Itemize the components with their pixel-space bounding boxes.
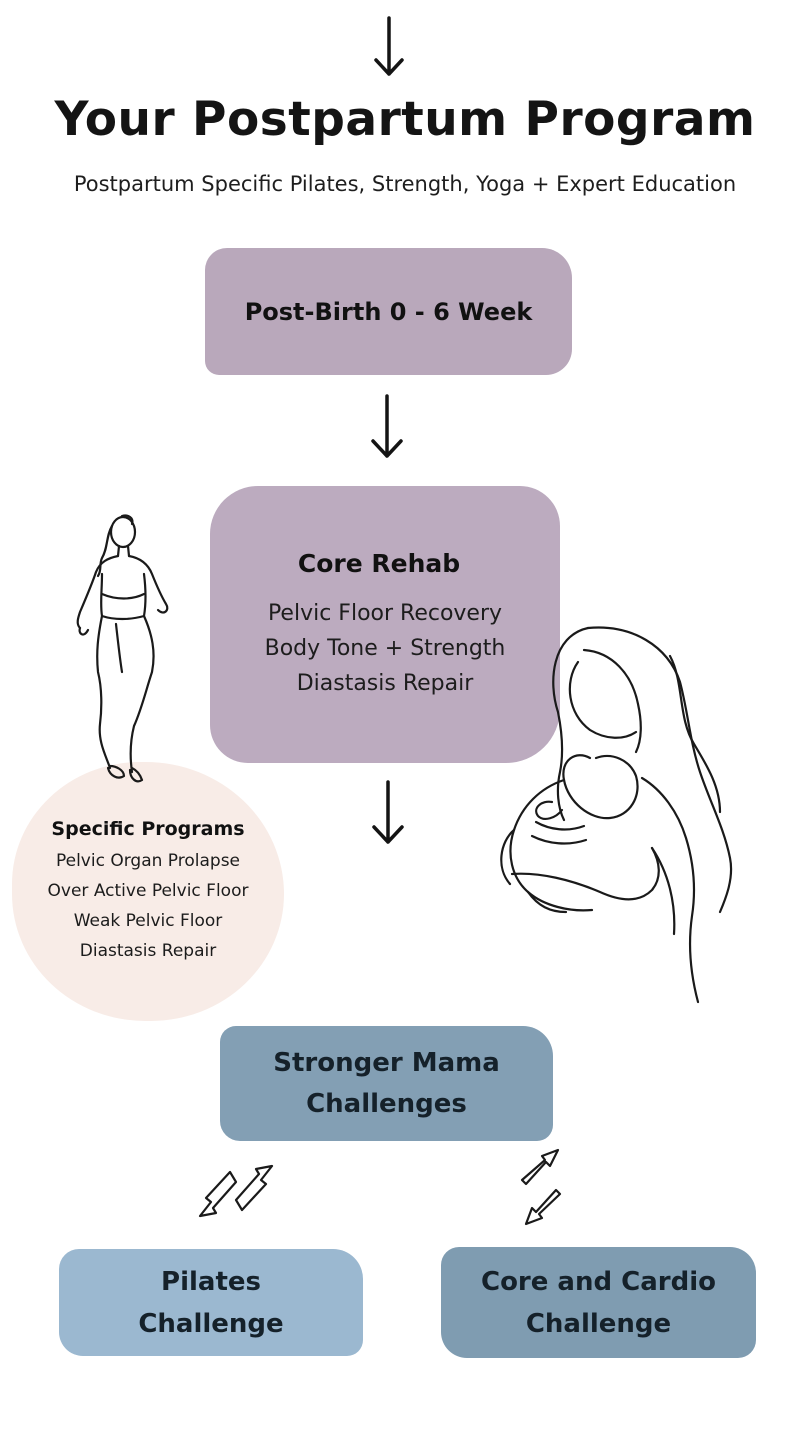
specific-programs-title: Specific Programs (51, 817, 245, 840)
arrow-down-icon (374, 16, 404, 76)
runner-illustration (76, 514, 169, 783)
stage-core-rehab: Core Rehab Pelvic Floor Recovery Body To… (210, 486, 560, 763)
core-rehab-item: Pelvic Floor Recovery (267, 600, 503, 626)
core-rehab-item: Body Tone + Strength (264, 635, 506, 661)
stage-stronger-mama: Stronger Mama Challenges (220, 1026, 553, 1141)
core-cardio-challenge-box: Core and Cardio Challenge (441, 1247, 756, 1358)
specific-program-item: Over Active Pelvic Floor (47, 880, 249, 901)
page-title: Your Postpartum Program (54, 92, 756, 147)
pilates-challenge-label: Pilates Challenge (138, 1266, 284, 1339)
core-rehab-item: Diastasis Repair (296, 670, 474, 696)
specific-program-item: Weak Pelvic Floor (73, 910, 223, 931)
stage-post-birth-label: Post-Birth 0 - 6 Week (244, 297, 533, 326)
specific-program-item: Pelvic Organ Prolapse (55, 850, 241, 871)
stronger-mama-label: Stronger Mama Challenges (273, 1047, 500, 1119)
arrow-down-icon (371, 394, 403, 458)
pilates-challenge-box: Pilates Challenge (59, 1249, 363, 1356)
core-rehab-title: Core Rehab (297, 548, 461, 578)
core-cardio-challenge-label: Core and Cardio Challenge (480, 1266, 716, 1339)
double-arrow-icon (198, 1164, 274, 1218)
mother-baby-illustration (500, 626, 733, 1004)
specific-programs-circle: Specific Programs Pelvic Organ Prolapse … (12, 762, 284, 1021)
specific-program-item: Diastasis Repair (79, 940, 217, 961)
double-arrow-icon (520, 1148, 562, 1226)
page-subtitle: Postpartum Specific Pilates, Strength, Y… (73, 172, 737, 196)
stage-post-birth: Post-Birth 0 - 6 Week (205, 248, 572, 375)
arrow-down-icon (372, 780, 404, 844)
